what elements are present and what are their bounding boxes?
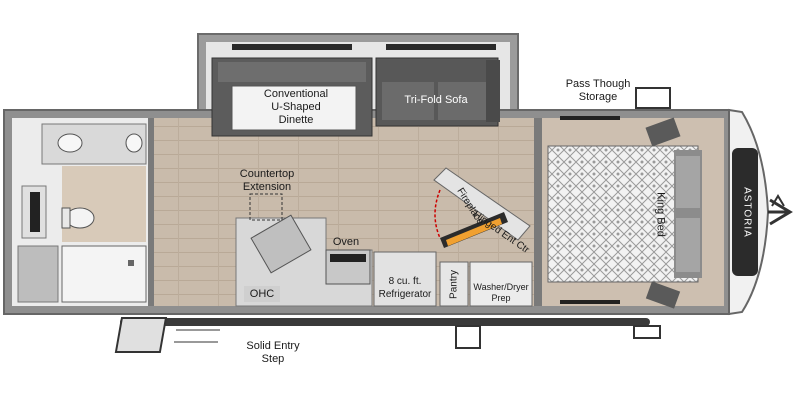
pillow-top (676, 156, 700, 208)
toilet-tank (61, 207, 71, 229)
entry-step (114, 317, 168, 353)
label-dinette-line2: U-Shaped (271, 101, 321, 113)
dinette-table (231, 85, 357, 131)
label-fridge-line2: Refrigerator (378, 289, 432, 300)
sofa-seat-right (438, 82, 492, 120)
bath-cabinet-door (30, 192, 40, 232)
label-sofa: Tri-Fold Sofa (404, 94, 468, 106)
label-dinette: Conventional U-Shaped Dinette (248, 88, 344, 127)
brand-panel (732, 148, 758, 276)
label-washer-line1: Washer/Dryer (473, 282, 529, 292)
pillow-bottom (676, 218, 700, 272)
sofa-seat-left (382, 82, 434, 120)
label-countertop-line1: Countertop (239, 168, 295, 180)
sink-right (125, 133, 143, 153)
fireplace-flame (446, 218, 502, 246)
stabilizer-right (633, 325, 661, 339)
sink-left (57, 133, 83, 153)
kitchen-sink (250, 214, 312, 274)
awning-rail (120, 318, 650, 326)
label-dinette-line1: Conventional (263, 88, 329, 100)
label-dinette-line3: Dinette (278, 114, 314, 126)
label-oven: Oven (332, 236, 360, 248)
linen-closet (17, 245, 59, 303)
hitch (768, 198, 793, 226)
bedroom-wall (534, 118, 542, 306)
label-washer: Washer/Dryer Prep (470, 282, 532, 304)
label-pantry: Pantry (448, 270, 460, 299)
washer-dryer (469, 261, 533, 307)
window-dinette (232, 44, 352, 50)
pass-through-storage (635, 87, 671, 109)
label-brand: ASTORIA (741, 187, 753, 238)
refrigerator (373, 251, 437, 307)
label-storage-line1: Pass Though (565, 78, 631, 90)
sofa-arm (486, 60, 500, 122)
window-sofa (386, 44, 496, 50)
nightstand-bottom (645, 281, 681, 309)
label-entry-step: Solid Entry Step (238, 340, 308, 366)
label-entry-line1: Solid Entry (246, 340, 300, 352)
label-ohc: OHC (249, 288, 275, 300)
window-bedroom-top (560, 116, 620, 120)
stove-top (330, 254, 366, 262)
bath-floor-wood (62, 166, 146, 242)
label-entry-line2: Step (261, 353, 285, 365)
shower-drain (128, 260, 134, 266)
countertop-extension (249, 193, 283, 221)
ohc-cabinet (244, 286, 280, 302)
nightstand-top (645, 117, 681, 147)
label-countertop-line2: Extension (242, 181, 292, 193)
tv-swing-arc (434, 189, 441, 239)
stabilizer-left (455, 325, 481, 349)
dinette-cushion-top (218, 62, 366, 82)
bathroom-wall (148, 118, 154, 306)
pantry (439, 261, 469, 307)
king-bed (547, 145, 699, 283)
label-refrigerator: 8 cu. ft. Refrigerator (374, 275, 436, 301)
shower (61, 245, 147, 303)
label-washer-line2: Prep (491, 293, 511, 303)
label-storage-line2: Storage (578, 91, 618, 103)
window-bedroom-bottom (560, 300, 620, 304)
label-countertop: Countertop Extension (228, 168, 306, 194)
label-fridge-line1: 8 cu. ft. (388, 276, 422, 287)
label-storage: Pass Though Storage (560, 78, 636, 104)
jack (771, 194, 785, 207)
label-king-bed: King Bed (654, 192, 667, 237)
